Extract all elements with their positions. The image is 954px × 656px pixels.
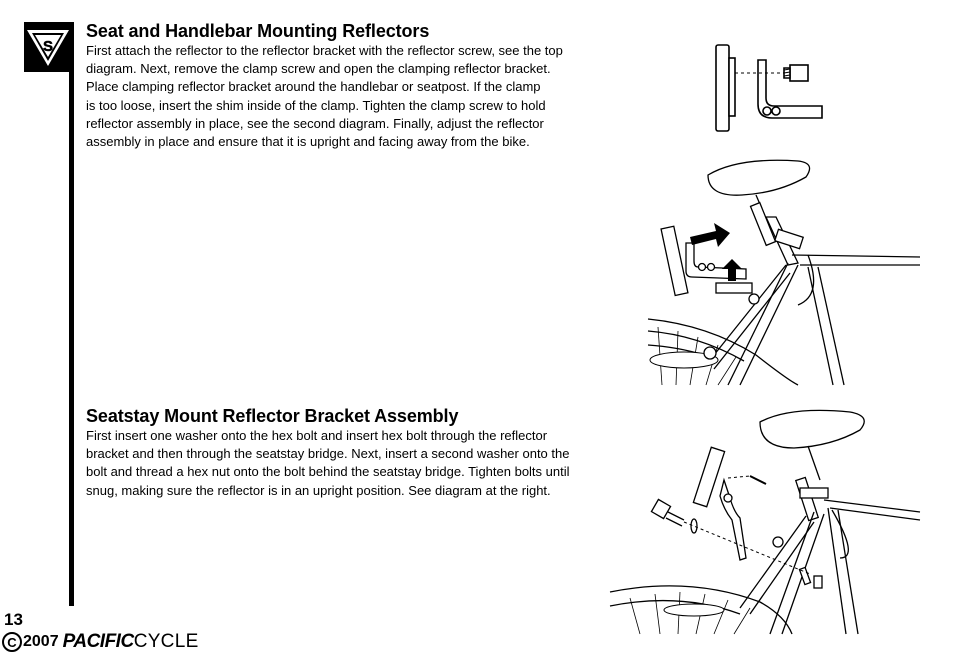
- reflector-bracket-diagram: [715, 44, 823, 132]
- text-line: diagram. Next, remove the clamp screw an…: [86, 61, 551, 77]
- copyright-icon: C: [2, 632, 22, 652]
- text-line: First attach the reflector to the reflec…: [86, 43, 563, 58]
- logo-letter: S: [43, 38, 53, 55]
- copyright-footer: C 2007 PACIFIC CYCLE: [2, 630, 199, 654]
- arrow-up-icon: [722, 259, 742, 281]
- section-title-seat-handlebar: Seat and Handlebar Mounting Reflectors: [86, 21, 430, 41]
- text-line: bracket and then through the seatstay br…: [86, 446, 570, 462]
- text-line: snug, making sure the reflector is in an…: [86, 482, 551, 498]
- section-body-seat-handlebar: First attach the reflector to the reflec…: [86, 42, 563, 151]
- text-line: First insert one washer onto the hex bol…: [86, 428, 548, 443]
- margin-bar: [69, 22, 74, 606]
- section-title-seatstay: Seatstay Mount Reflector Bracket Assembl…: [86, 406, 459, 426]
- arrow-right-icon: [690, 223, 730, 247]
- clamp-reflector-bike-diagram: [647, 159, 921, 386]
- brand-logo: S: [24, 22, 72, 72]
- page-number: 13: [4, 610, 23, 629]
- shield-logo-icon: S: [27, 30, 69, 66]
- text-line: Place clamping reflector bracket around …: [86, 79, 541, 95]
- text-line: is too loose, insert the shim inside of …: [86, 97, 546, 113]
- brand-name-light: CYCLE: [133, 631, 199, 652]
- text-line: bolt and thread a hex nut onto the bolt …: [86, 464, 570, 480]
- text-line: assembly in place and ensure that it is …: [86, 134, 530, 150]
- copyright-year: 2007: [23, 633, 59, 650]
- section-body-seatstay: First insert one washer onto the hex bol…: [86, 427, 570, 500]
- brand-name-bold: PACIFIC: [62, 631, 135, 652]
- text-line: reflector assembly in place, see the sec…: [86, 115, 544, 131]
- seatstay-reflector-bike-diagram: [609, 409, 921, 635]
